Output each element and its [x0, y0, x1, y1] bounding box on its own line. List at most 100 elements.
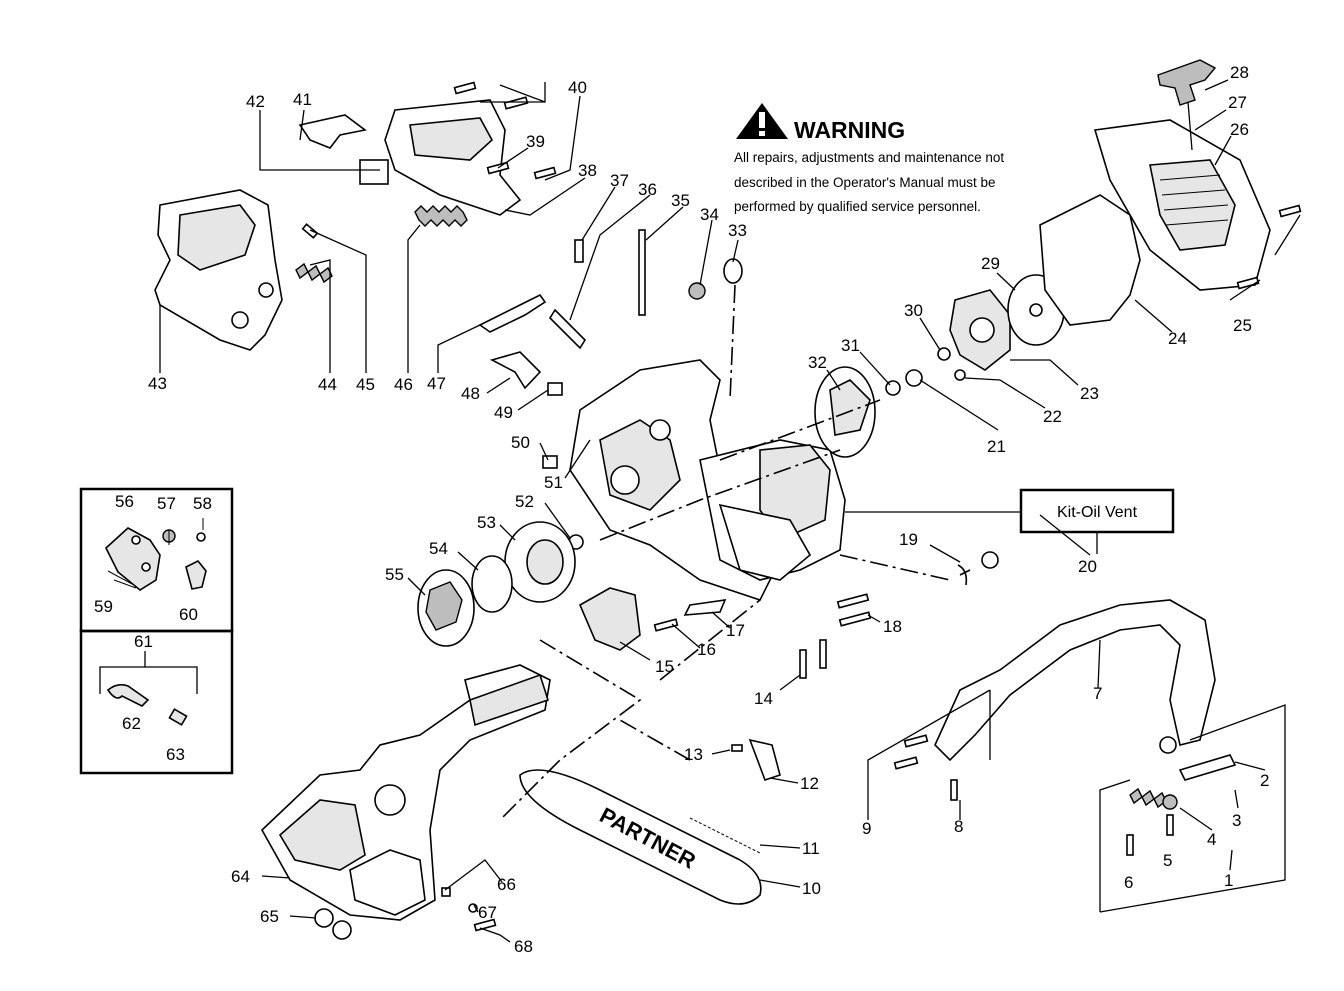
- callout-50: 50: [511, 433, 530, 452]
- callout-5: 5: [1163, 851, 1172, 870]
- callout-8: 8: [954, 817, 963, 836]
- callout-58: 58: [193, 494, 212, 513]
- callout-56: 56: [115, 492, 134, 511]
- clutch-drum-53: [504, 521, 576, 603]
- plate-48: [489, 351, 542, 390]
- nut-49: [547, 382, 563, 396]
- plate-12: [748, 738, 781, 782]
- callout-13: 13: [684, 745, 703, 764]
- callout-10: 10: [802, 879, 821, 898]
- bracket-17: [683, 599, 727, 616]
- callout-15: 15: [655, 657, 674, 676]
- callout-46: 46: [394, 375, 413, 394]
- nut-21: [905, 369, 923, 387]
- clip-19: [957, 564, 971, 586]
- callout-52: 52: [515, 492, 534, 511]
- callout-65: 65: [260, 907, 279, 926]
- screw-8: [950, 779, 958, 801]
- callout-22: 22: [1043, 407, 1062, 426]
- nut-50: [542, 455, 558, 469]
- callout-11: 11: [802, 839, 820, 858]
- spring-44: [295, 262, 333, 284]
- callout-55: 55: [385, 565, 404, 584]
- stud-14a: [799, 649, 807, 679]
- callout-30: 30: [904, 301, 923, 320]
- rear-handle: [154, 189, 283, 351]
- callout-49: 49: [494, 403, 513, 422]
- rod-36: [548, 308, 587, 350]
- callout-39: 39: [526, 132, 545, 151]
- callout-14: 14: [754, 689, 773, 708]
- callout-36: 36: [638, 180, 657, 199]
- callout-18: 18: [883, 617, 902, 636]
- warning-line-1: All repairs, adjustments and maintenance…: [734, 150, 1004, 165]
- callout-63: 63: [166, 745, 185, 764]
- callout-57: 57: [157, 494, 176, 513]
- guide-bar-10: PARTNER: [519, 769, 762, 905]
- callout-68: 68: [514, 937, 533, 956]
- callout-16: 16: [697, 640, 716, 659]
- callout-66: 66: [497, 875, 516, 894]
- crankcase: [569, 359, 846, 601]
- callout-34: 34: [700, 205, 719, 224]
- callout-38: 38: [578, 161, 597, 180]
- callout-labels: 1 2 3 4 5 6 7 8 9 10 11 12 13 14 15 16 1…: [94, 63, 1269, 956]
- rod-35: [638, 229, 646, 316]
- saw-chain-11: [689, 817, 761, 854]
- callout-1: 1: [1224, 871, 1233, 890]
- callout-67: 67: [478, 903, 497, 922]
- lever-47: [478, 293, 547, 333]
- cap-33: [723, 258, 743, 284]
- screw-37: [574, 239, 584, 263]
- starter-pulley-23: [949, 289, 1011, 371]
- callout-54: 54: [429, 539, 448, 558]
- screw-5: [1166, 814, 1174, 836]
- callout-62: 62: [122, 714, 141, 733]
- leader-lines: [159, 79, 1301, 943]
- callout-29: 29: [981, 254, 1000, 273]
- bracket-1: [1159, 736, 1177, 754]
- screw-13: [731, 744, 743, 752]
- callout-28: 28: [1230, 63, 1249, 82]
- plate-15: [578, 587, 641, 651]
- callout-7: 7: [1093, 684, 1102, 703]
- callout-60: 60: [179, 605, 198, 624]
- nut-65a: [314, 908, 334, 928]
- front-handle-housing: [298, 81, 557, 216]
- inset-oil-hose: [79, 629, 234, 775]
- warning-block: WARNING All repairs, adjustments and mai…: [734, 103, 1004, 214]
- callout-27: 27: [1228, 93, 1247, 112]
- callout-53: 53: [477, 513, 496, 532]
- flywheel-32: [814, 366, 876, 458]
- callout-19: 19: [899, 530, 918, 549]
- callout-20: 20: [1078, 557, 1097, 576]
- callout-6: 6: [1124, 873, 1133, 892]
- callout-61: 61: [134, 632, 153, 651]
- screw-9b: [893, 756, 919, 770]
- exclamation-triangle-icon: [736, 103, 788, 139]
- nut-30: [937, 347, 951, 361]
- callout-3: 3: [1232, 811, 1241, 830]
- warning-line-3: performed by qualified service personnel…: [734, 199, 981, 214]
- screw-25b: [1236, 276, 1260, 290]
- warning-line-2: described in the Operator's Manual must …: [734, 175, 995, 190]
- plate-2: [1178, 754, 1237, 781]
- vent-20: [981, 551, 999, 569]
- callout-41: 41: [293, 90, 312, 109]
- pin-45: [301, 223, 319, 239]
- callout-51: 51: [544, 473, 563, 492]
- callout-59: 59: [94, 597, 113, 616]
- callout-33: 33: [728, 221, 747, 240]
- washer-22: [954, 369, 966, 381]
- kit-oil-vent-label: Kit-Oil Vent: [1057, 504, 1138, 521]
- nut-66: [441, 887, 451, 897]
- callout-17: 17: [726, 621, 745, 640]
- callout-31: 31: [841, 336, 860, 355]
- screw-16: [653, 618, 679, 632]
- starter-rope-27: [1187, 101, 1193, 151]
- bolt-18a: [836, 593, 870, 609]
- callout-45: 45: [356, 375, 375, 394]
- assembly-dash-lines: [499, 284, 951, 821]
- callout-44: 44: [318, 375, 337, 394]
